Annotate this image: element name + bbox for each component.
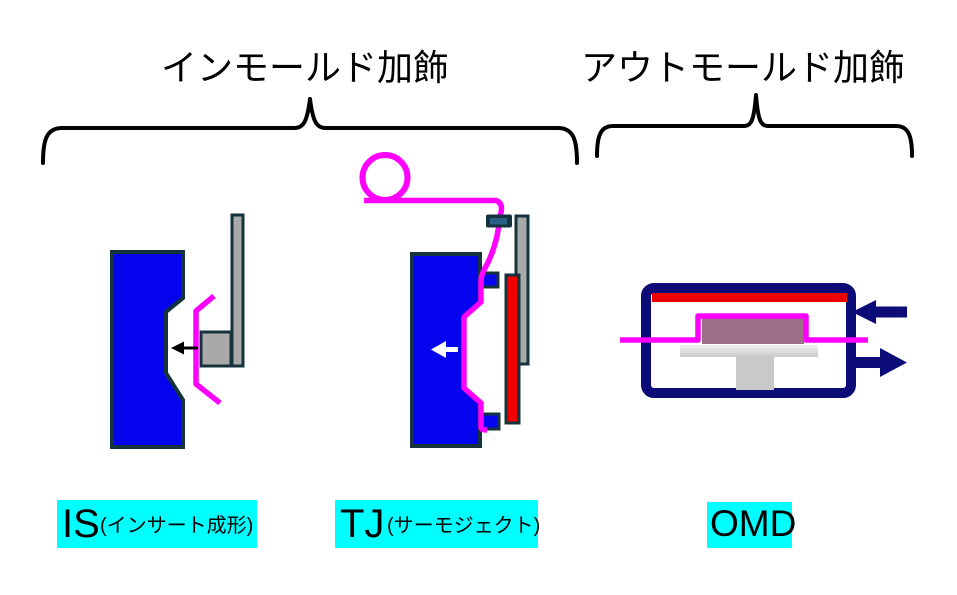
omd-label: OMD: [707, 502, 796, 548]
tj-transfer-direction-arrow-head: [431, 341, 446, 358]
is-insert-part: [199, 330, 233, 368]
omd-label-highlight: [707, 502, 792, 548]
in-mold-brace: [41, 97, 579, 165]
is-label-abbr: IS: [62, 502, 100, 546]
tj-label-highlight: [335, 500, 538, 548]
is-carrier-bar: [230, 213, 245, 368]
out-mold-title: アウトモールド加飾: [581, 47, 905, 88]
omd-label-abbr: OMD: [710, 503, 796, 544]
omd-inflow-arrow: [852, 300, 907, 324]
tj-label-detail: (サーモジェクト): [387, 514, 540, 537]
tj-diagram: [359, 152, 530, 448]
out-mold-brace: [595, 93, 914, 158]
tj-film-guide-clamp-inner: [490, 218, 507, 225]
tj-heater-bar: [504, 273, 521, 425]
omd-diagram: [620, 283, 907, 398]
tj-label-abbr: TJ: [340, 502, 384, 546]
omd-pedestal-stem: [736, 357, 774, 390]
tj-bottom-clamp-tab: [480, 412, 501, 431]
tj-film-roll: [359, 152, 411, 203]
omd-heater-bar: [652, 293, 847, 302]
is-label: IS (インサート成形): [57, 500, 257, 548]
omd-outflow-arrow: [855, 348, 907, 377]
is-mold-block: [110, 250, 185, 449]
is-label-detail: (インサート成形): [100, 514, 253, 537]
in-mold-title: インモールド加飾: [161, 47, 449, 88]
is-diagram: [110, 213, 245, 449]
omd-pedestal-plate: [680, 345, 818, 357]
omd-film-sheet: [620, 313, 868, 343]
tj-film-web: [364, 197, 505, 433]
is-insert-direction-arrow-head: [171, 341, 184, 355]
is-label-highlight: [57, 500, 257, 548]
omd-molded-part: [702, 318, 804, 344]
tj-label: TJ (サーモジェクト): [335, 500, 540, 548]
